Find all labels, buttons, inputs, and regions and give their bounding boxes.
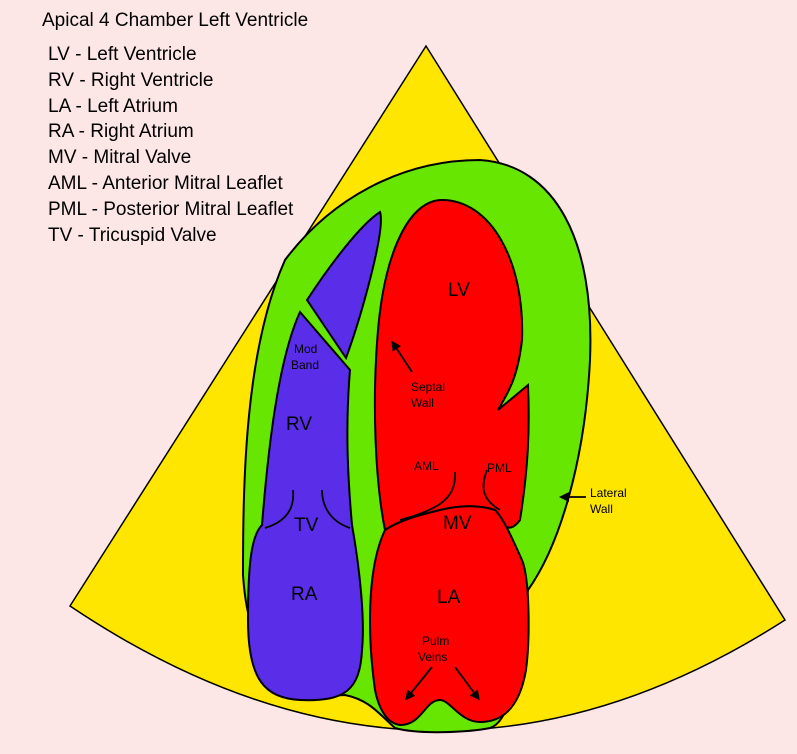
pulm-vein-arrow-left [405, 666, 433, 701]
posterior-mitral-leaflet [482, 469, 501, 511]
label-lv: LV [448, 280, 470, 301]
label-aml: AML [414, 459, 439, 473]
label-ra: RA [291, 584, 318, 605]
label-mod-band-line2: Band [291, 358, 319, 372]
label-lateral-wall-line2: Wall [590, 502, 613, 516]
right-heart-chambers [246, 310, 364, 702]
left-ventricle [373, 198, 530, 532]
right-ventricle-apex [305, 210, 382, 361]
label-la: LA [437, 587, 461, 608]
legend-item-mv: MV - Mitral Valve [48, 147, 192, 169]
label-pulm-veins-line2: Veins [418, 650, 447, 664]
legend-item-aml: AML - Anterior Mitral Leaflet [48, 172, 283, 194]
tricuspid-leaflet-right [321, 489, 351, 529]
label-tv: TV [294, 515, 319, 536]
label-rv: RV [286, 414, 312, 435]
left-atrium [369, 505, 530, 727]
septal-wall-arrow [391, 340, 413, 373]
legend: LV - Left Ventricle RV - Right Ventricle… [48, 42, 293, 248]
legend-item-tv: TV - Tricuspid Valve [48, 224, 217, 246]
label-septal-wall-line2: Wall [411, 396, 434, 410]
legend-item-pml: PML - Posterior Mitral Leaflet [48, 198, 294, 220]
legend-item-lv: LV - Left Ventricle [48, 44, 197, 65]
label-pml: PML [487, 461, 512, 475]
legend-item-ra: RA - Right Atrium [48, 121, 194, 143]
label-lateral-wall-line1: Lateral [590, 486, 627, 500]
tricuspid-leaflet-left [264, 489, 295, 529]
legend-item-la: LA - Left Atrium [48, 95, 178, 117]
label-mv: MV [443, 513, 472, 534]
label-mod-band-line1: Mod [294, 342, 317, 356]
anterior-mitral-leaflet [399, 471, 456, 521]
label-pulm-veins-line1: Pulm [422, 634, 449, 648]
legend-item-rv: RV - Right Ventricle [48, 69, 214, 91]
pulm-vein-arrow-right [454, 666, 480, 701]
diagram-title: Apical 4 Chamber Left Ventricle [42, 10, 309, 31]
label-septal-wall-line1: Septal [411, 380, 445, 394]
